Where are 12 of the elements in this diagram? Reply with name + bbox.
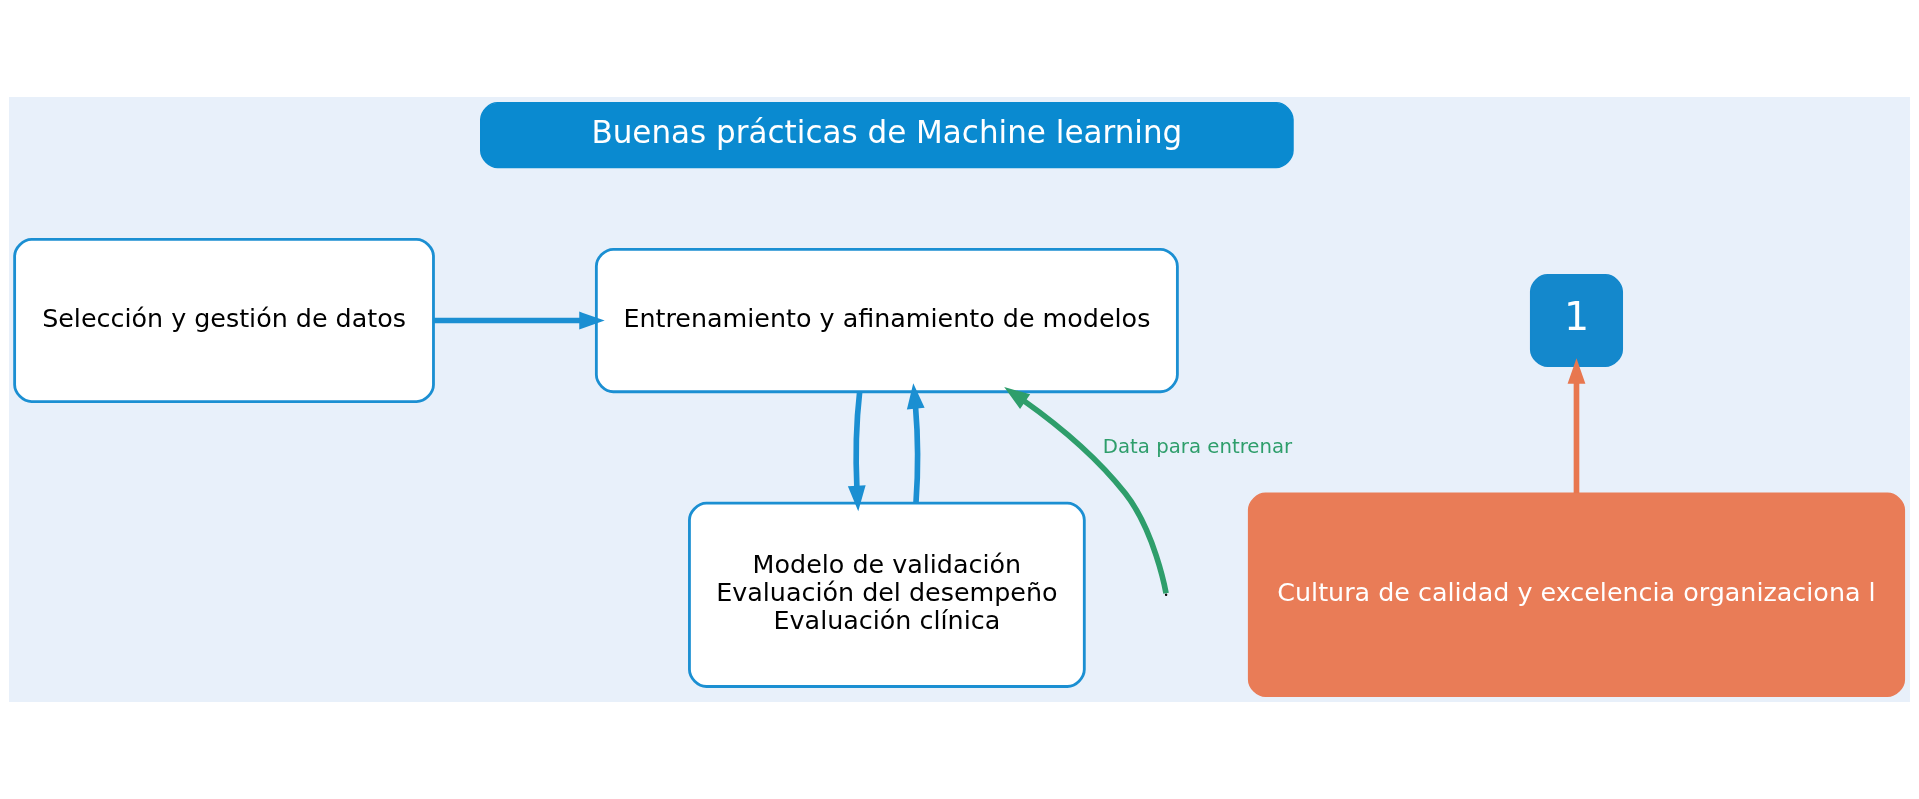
edge-label: Data para entrenar [1102,434,1293,458]
node-box: Selección y gestión de datos [13,238,435,404]
arrow [847,391,866,512]
arrow [1567,358,1586,494]
node-box: Buenas prácticas de Machine learning [480,101,1294,169]
arrow [433,311,605,330]
node-box: Modelo de validación Evaluación del desempeño Evaluación clínica [688,501,1086,688]
arrow [906,383,925,503]
node-box: Entrenamiento y afinamiento de modelos [594,247,1179,394]
node-box: 1 [1529,274,1624,368]
arrow [1004,387,1169,594]
node-box: Cultura de calidad y excelencia organizaciona l [1247,492,1906,698]
